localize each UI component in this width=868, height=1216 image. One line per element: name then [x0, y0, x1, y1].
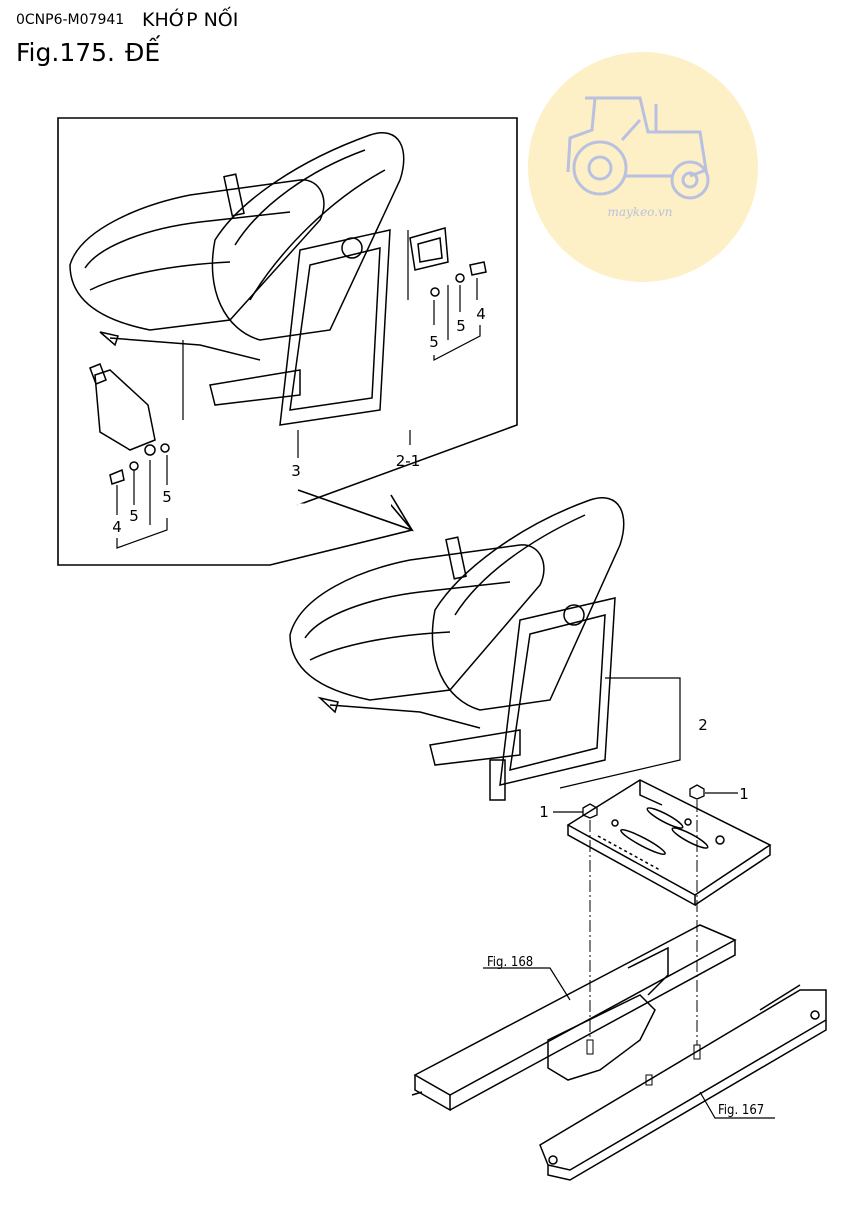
ref-fig-167: Fig. 167: [718, 1103, 764, 1118]
watermark: maykeo.vn: [528, 52, 758, 282]
figure-number: Fig.175.: [16, 38, 115, 67]
callout-1: 1: [739, 785, 749, 803]
part-code: 0CNP6-M07941: [16, 12, 125, 28]
ref-fig-168: Fig. 168: [487, 955, 533, 970]
callout-5: 5: [129, 507, 139, 525]
main-leaders: [483, 677, 775, 1119]
callout-4: 4: [476, 305, 486, 323]
frame-rails: [411, 924, 827, 1181]
callout-4: 4: [112, 518, 122, 536]
tractor-icon: [566, 96, 710, 200]
main-seat: [289, 497, 625, 801]
callout-2-1: 2-1: [396, 452, 421, 470]
section-title: KHỚP NỐI: [142, 9, 239, 31]
inset-frame: [57, 117, 518, 566]
callout-5: 5: [429, 333, 439, 351]
seat-base-plate: [566, 779, 772, 907]
figure-title: Fig.175. ĐẾ: [16, 38, 170, 67]
watermark-text: maykeo.vn: [607, 205, 672, 219]
inset-seat: [69, 132, 487, 485]
figure-name: ĐẾ: [125, 38, 161, 67]
nut-part-1: [582, 784, 705, 819]
center-lines: [586, 800, 701, 1086]
watermark-circle: [528, 52, 758, 282]
callout-1: 1: [539, 803, 549, 821]
callout-5: 5: [456, 317, 466, 335]
callout-5: 5: [162, 488, 172, 506]
inset-leaders: [116, 230, 481, 549]
callout-3: 3: [291, 462, 301, 480]
callout-2: 2: [698, 716, 708, 734]
